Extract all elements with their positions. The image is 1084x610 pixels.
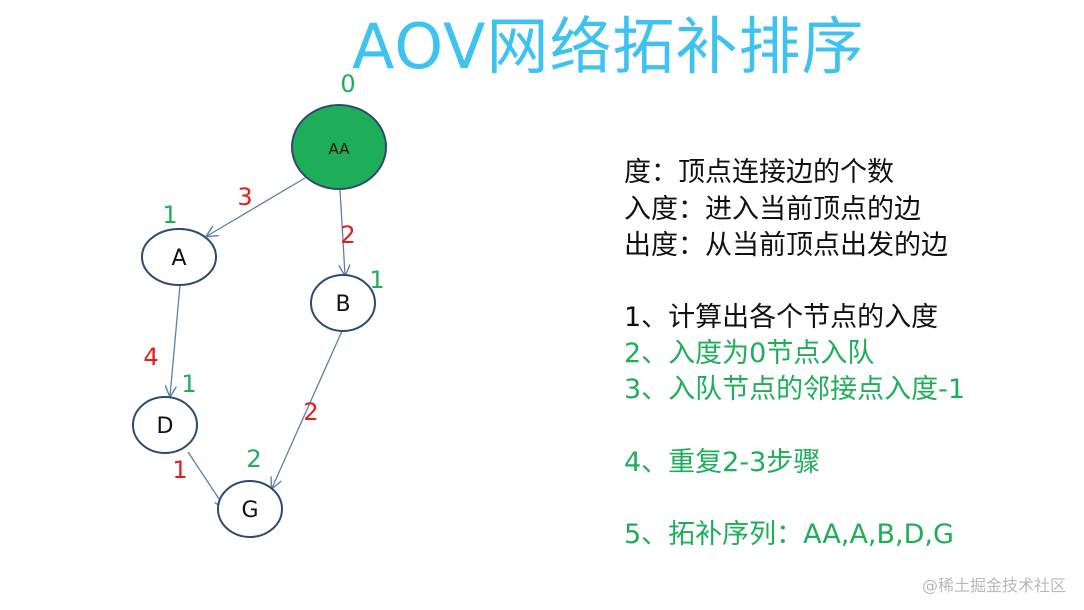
page-title: AOV网络拓补排序	[352, 10, 865, 83]
definition-in-degree: 入度：进入当前顶点的边	[624, 194, 921, 225]
edge-weight-d-g: 1	[172, 456, 187, 484]
edge-aa-b	[340, 189, 345, 275]
node-a: A	[141, 228, 217, 286]
edge-aa-a	[207, 177, 306, 236]
node-d-label: D	[157, 414, 174, 439]
indegree-g: 2	[246, 445, 261, 473]
node-g-label: G	[241, 498, 258, 523]
definition-degree: 度：顶点连接边的个数	[624, 157, 894, 188]
step-4: 4、重复2-3步骤	[624, 447, 821, 478]
node-g: G	[217, 480, 283, 538]
node-b-label: B	[335, 292, 350, 317]
node-aa: AA	[291, 104, 387, 190]
watermark: @稀土掘金技术社区	[921, 576, 1066, 595]
indegree-aa: 0	[340, 70, 355, 98]
node-d: D	[132, 396, 198, 454]
step-5: 5、拓补序列：AA,A,B,D,G	[624, 519, 954, 550]
step-2: 2、入度为0节点入队	[624, 338, 875, 369]
node-b: B	[310, 274, 376, 332]
indegree-d: 1	[181, 370, 196, 398]
edge-b-g	[272, 330, 343, 488]
edge-a-d	[170, 284, 181, 396]
definition-out-degree: 出度：从当前顶点出发的边	[624, 230, 948, 261]
node-a-label: A	[171, 246, 186, 271]
step-3: 3、入队节点的邻接点入度-1	[624, 374, 966, 405]
step-1: 1、计算出各个节点的入度	[624, 302, 939, 333]
indegree-a: 1	[162, 201, 177, 229]
edge-weight-a-d: 4	[143, 343, 158, 371]
edge-weight-aa-a: 3	[237, 183, 252, 211]
edge-weight-aa-b: 2	[340, 221, 355, 249]
edge-d-g	[187, 451, 225, 508]
node-aa-label: AA	[329, 140, 351, 158]
edge-weight-b-g: 2	[303, 398, 318, 426]
indegree-b: 1	[369, 266, 384, 294]
